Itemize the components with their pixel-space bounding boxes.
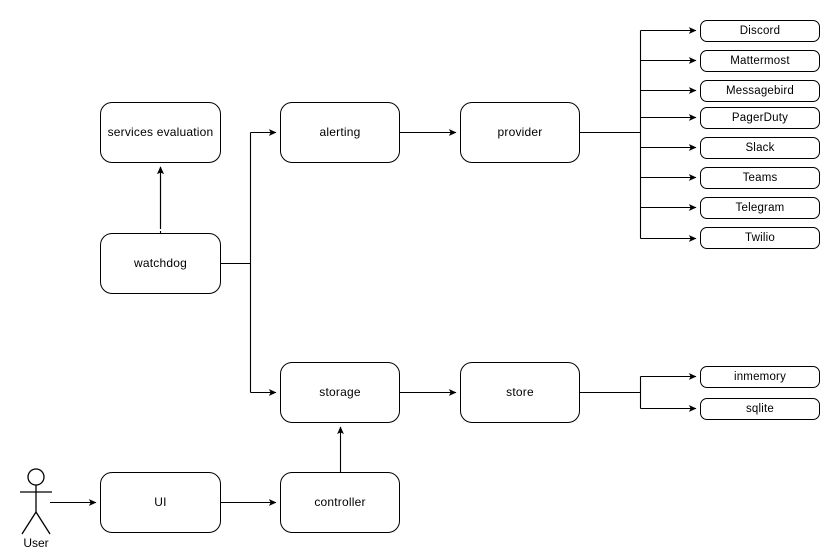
node-provider-twilio[interactable]: Twilio (700, 227, 820, 249)
node-provider-discord[interactable]: Discord (700, 20, 820, 42)
node-store-sqlite[interactable]: sqlite (700, 398, 820, 420)
node-provider-slack[interactable]: Slack (700, 137, 820, 159)
node-provider-pagerduty[interactable]: PagerDuty (700, 107, 820, 129)
node-services-evaluation[interactable]: services evaluation (100, 102, 221, 163)
stick-figure-actor-icon (20, 468, 52, 535)
node-provider-mattermost[interactable]: Mattermost (700, 50, 820, 72)
edge-watchdog-branch (221, 132, 252, 393)
edge-provider-trunk (580, 30, 642, 239)
edge-store-trunk (580, 376, 642, 409)
node-storage[interactable]: storage (280, 362, 400, 423)
node-provider-messagebird[interactable]: Messagebird (700, 80, 820, 102)
node-provider-teams[interactable]: Teams (700, 167, 820, 189)
node-controller[interactable]: controller (280, 472, 400, 533)
node-ui[interactable]: UI (100, 472, 221, 533)
node-alerting[interactable]: alerting (280, 102, 400, 163)
node-provider-telegram[interactable]: Telegram (700, 197, 820, 219)
node-store-inmemory[interactable]: inmemory (700, 366, 820, 388)
actor-label: User (23, 536, 49, 550)
node-provider[interactable]: provider (460, 102, 580, 163)
node-store[interactable]: store (460, 362, 580, 423)
node-watchdog[interactable]: watchdog (100, 233, 221, 294)
